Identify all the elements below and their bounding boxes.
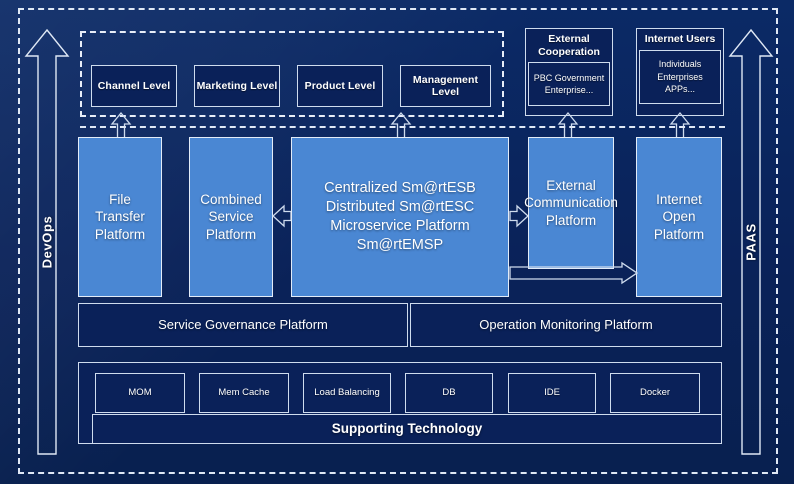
internet-users-body: Individuals Enterprises APPs... [639,49,721,104]
tech-label: MOM [128,387,152,399]
core-bus-line-1: Centralized Sm@rtESB [324,180,476,197]
platform-label: File Transfer Platform [94,191,146,242]
connector-arrow-right-core-to-external [509,203,529,229]
band-label: Operation Monitoring Platform [479,317,653,333]
level-label: Management Level [412,73,479,98]
internet-users-title: Internet Users [644,33,716,45]
platform-core-bus[interactable]: Centralized Sm@rtESB Distributed Sm@rtES… [291,137,509,297]
level-box-product[interactable]: Product Level [297,65,383,107]
tech-label: IDE [544,387,560,399]
level-label: Product Level [304,79,376,92]
tech-box-mom[interactable]: MOM [95,373,185,413]
band-operation-monitoring[interactable]: Operation Monitoring Platform [410,303,722,347]
tech-box-load-balancing[interactable]: Load Balancing [303,373,391,413]
external-cooperation-body: PBC Government Enterprise... [528,62,610,107]
tech-box-docker[interactable]: Docker [610,373,700,413]
platform-combined-service[interactable]: Combined Service Platform [189,137,273,297]
level-box-marketing[interactable]: Marketing Level [194,65,280,107]
external-cooperation-box[interactable]: External Cooperation PBC Government Ente… [525,28,613,116]
platform-external-communication[interactable]: External Communication Platform [524,137,618,269]
supporting-technology-label: Supporting Technology [331,421,483,437]
tech-label: Docker [639,387,671,399]
level-box-management[interactable]: Management Level [400,65,491,107]
tech-box-ide[interactable]: IDE [508,373,596,413]
band-label: Service Governance Platform [158,317,328,333]
paas-label: PAAS [743,223,759,261]
platform-internet-open[interactable]: Internet Open Platform [636,137,722,297]
supporting-technology-footer[interactable]: Supporting Technology [92,414,722,444]
level-label: Channel Level [97,79,171,92]
platform-label: Internet Open Platform [653,191,705,242]
tech-label: Mem Cache [218,387,270,399]
level-label: Marketing Level [196,79,278,92]
tech-box-mem-cache[interactable]: Mem Cache [199,373,289,413]
tech-label: Load Balancing [314,387,380,399]
core-bus-line-3: Microservice Platform Sm@rtEMSP [330,218,470,253]
tech-box-db[interactable]: DB [405,373,493,413]
level-box-channel[interactable]: Channel Level [91,65,177,107]
paas-arrow: PAAS [728,28,774,456]
devops-label: DevOps [39,215,55,269]
external-cooperation-title: External Cooperation [538,33,600,58]
core-bus-line-2: Distributed Sm@rtESC [325,199,475,216]
platform-boundary-divider [80,126,725,128]
outer-boundary [18,8,778,474]
tech-label: DB [442,387,456,399]
internet-users-box[interactable]: Internet Users Individuals Enterprises A… [636,28,724,116]
platform-label: Combined Service Platform [200,191,262,242]
band-service-governance[interactable]: Service Governance Platform [78,303,408,347]
connector-arrow-left-core-to-combined [272,203,292,229]
devops-arrow: DevOps [24,28,70,456]
platform-file-transfer[interactable]: File Transfer Platform [78,137,162,297]
business-levels-group [80,31,504,117]
platform-label: External Communication Platform [524,177,618,228]
connector-arrow-core-to-internet-open [509,261,639,288]
